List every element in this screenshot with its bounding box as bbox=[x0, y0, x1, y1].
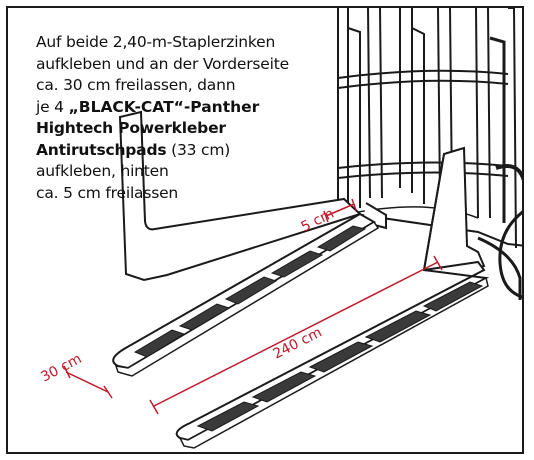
instruction-line-4-prefix: je 4 bbox=[36, 97, 69, 116]
instruction-line-8: ca. 5 cm freilassen bbox=[36, 183, 179, 202]
product-name: Hightech Powerkleber bbox=[36, 119, 226, 137]
fork-front bbox=[175, 146, 490, 449]
label-front-gap: 30 cm bbox=[38, 351, 84, 386]
pad-length: (33 cm) bbox=[166, 140, 231, 159]
illustration-frame: 30 cm 240 cm 5 cm Auf beide 2,40-m-Stapl… bbox=[6, 6, 524, 454]
instruction-line-4: je 4 „BLACK-CAT“-Panther bbox=[36, 97, 336, 119]
pads-front bbox=[196, 281, 484, 432]
dim-fork-length-line bbox=[153, 261, 439, 407]
fork-rear bbox=[112, 110, 387, 377]
dim-rear-gap-line bbox=[325, 203, 355, 217]
instruction-text: Auf beide 2,40-m-Staplerzinken aufkleben… bbox=[36, 32, 336, 204]
dimension-lines bbox=[63, 198, 443, 415]
forklift-mast bbox=[337, 8, 522, 304]
instruction-line-3: ca. 30 cm freilassen, dann bbox=[36, 76, 236, 94]
instruction-line-6: Antirutschpads (33 cm) bbox=[36, 140, 336, 162]
dim-front-gap-line bbox=[65, 371, 109, 393]
product-brand: „BLACK-CAT“-Panther bbox=[68, 97, 260, 116]
pads-rear bbox=[133, 225, 367, 358]
instruction-line-7: aufkleben, hinten bbox=[36, 162, 169, 180]
product-type: Antirutschpads bbox=[36, 140, 167, 159]
forklift-forks-drawing: 30 cm 240 cm 5 cm bbox=[38, 8, 522, 449]
instruction-line-2: aufkleben und an der Vorderseite bbox=[36, 54, 289, 73]
instruction-line-1: Auf beide 2,40-m-Staplerzinken bbox=[36, 33, 276, 51]
